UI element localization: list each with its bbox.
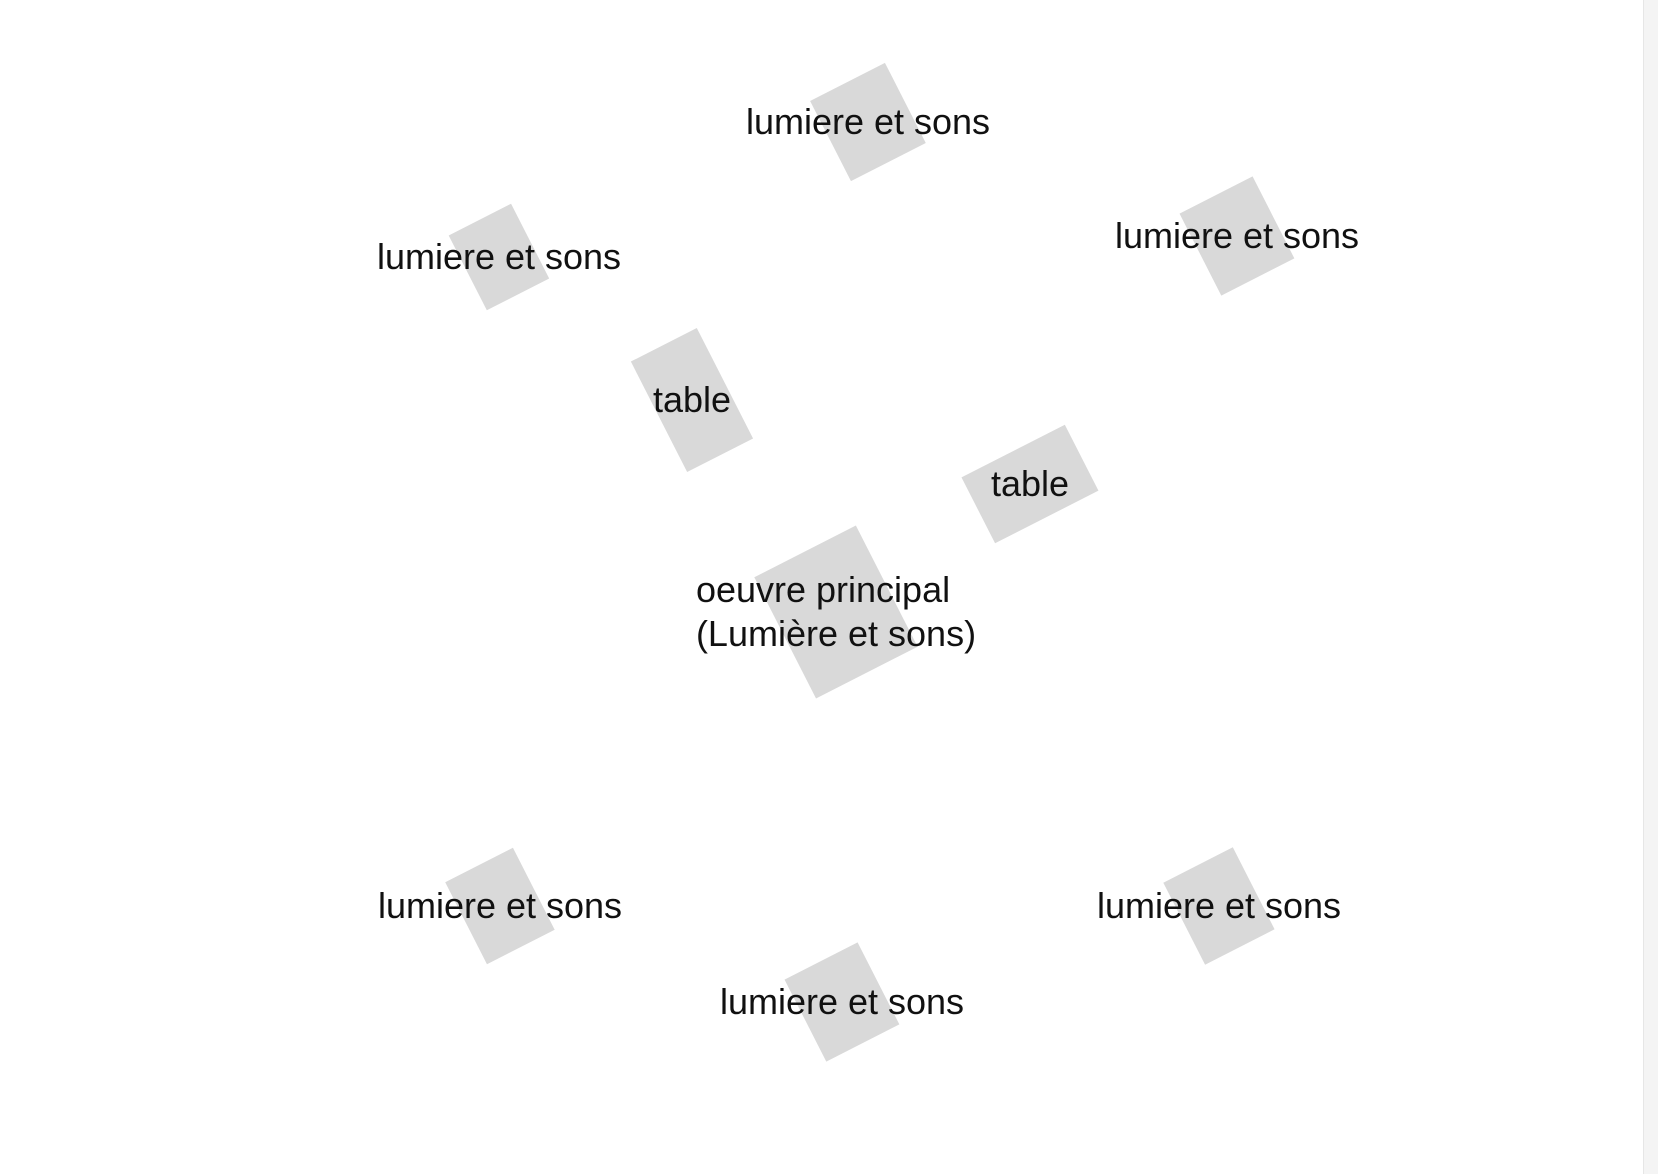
node-label: lumiere et sons (377, 885, 623, 926)
node-lower-right-lumiere[interactable]: lumiere et sons (1096, 847, 1342, 965)
node-bottom-lumiere[interactable]: lumiere et sons (719, 942, 965, 1062)
node-table-left[interactable]: table (630, 327, 754, 473)
node-label: lumiere et sons (1096, 885, 1342, 926)
node-label: table (652, 379, 732, 420)
node-upper-left-lumiere[interactable]: lumiere et sons (376, 203, 622, 311)
node-label: lumiere et sons (1114, 215, 1360, 256)
node-label: lumiere et sons (745, 101, 991, 142)
node-label: table (990, 463, 1070, 504)
node-oeuvre-principal[interactable]: oeuvre principal (Lumière et sons) (695, 525, 977, 699)
node-label: lumiere et sons (719, 981, 965, 1022)
node-top-lumiere[interactable]: lumiere et sons (745, 62, 991, 182)
node-lower-left-lumiere[interactable]: lumiere et sons (377, 847, 623, 965)
right-edge-strip (1643, 0, 1658, 1174)
node-upper-right-lumiere[interactable]: lumiere et sons (1114, 176, 1360, 296)
node-table-right[interactable]: table (961, 424, 1099, 544)
node-label: lumiere et sons (376, 236, 622, 277)
node-label: oeuvre principal (Lumière et sons) (695, 569, 977, 654)
